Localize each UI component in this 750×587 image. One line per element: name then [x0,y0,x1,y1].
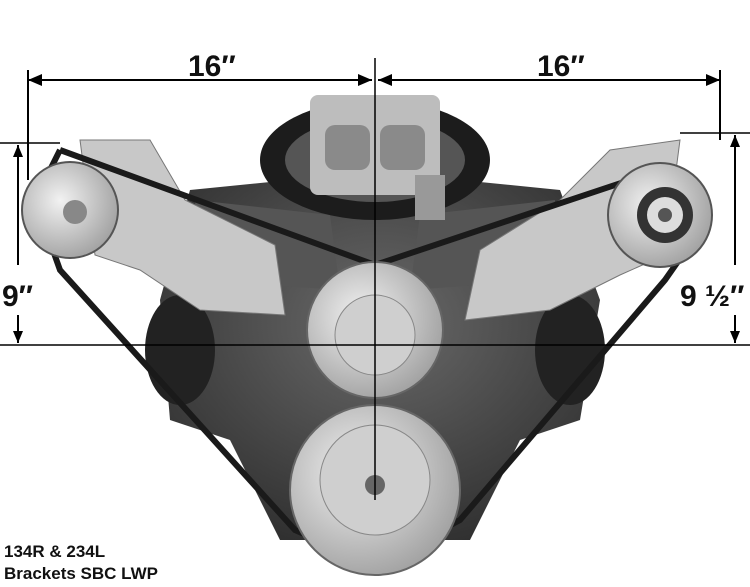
alternator [607,162,713,268]
right-width-label: 16″ [537,50,585,83]
ac-compressor [21,161,119,259]
left-width-label: 16″ [188,50,236,83]
right-height-label: 9 ½″ [680,280,745,313]
caption-line-2: Brackets SBC LWP [4,564,158,583]
left-height-label: 9″ [2,280,34,313]
caption-line-1: 134R & 234L [4,542,106,561]
dimension-lines [0,58,750,500]
